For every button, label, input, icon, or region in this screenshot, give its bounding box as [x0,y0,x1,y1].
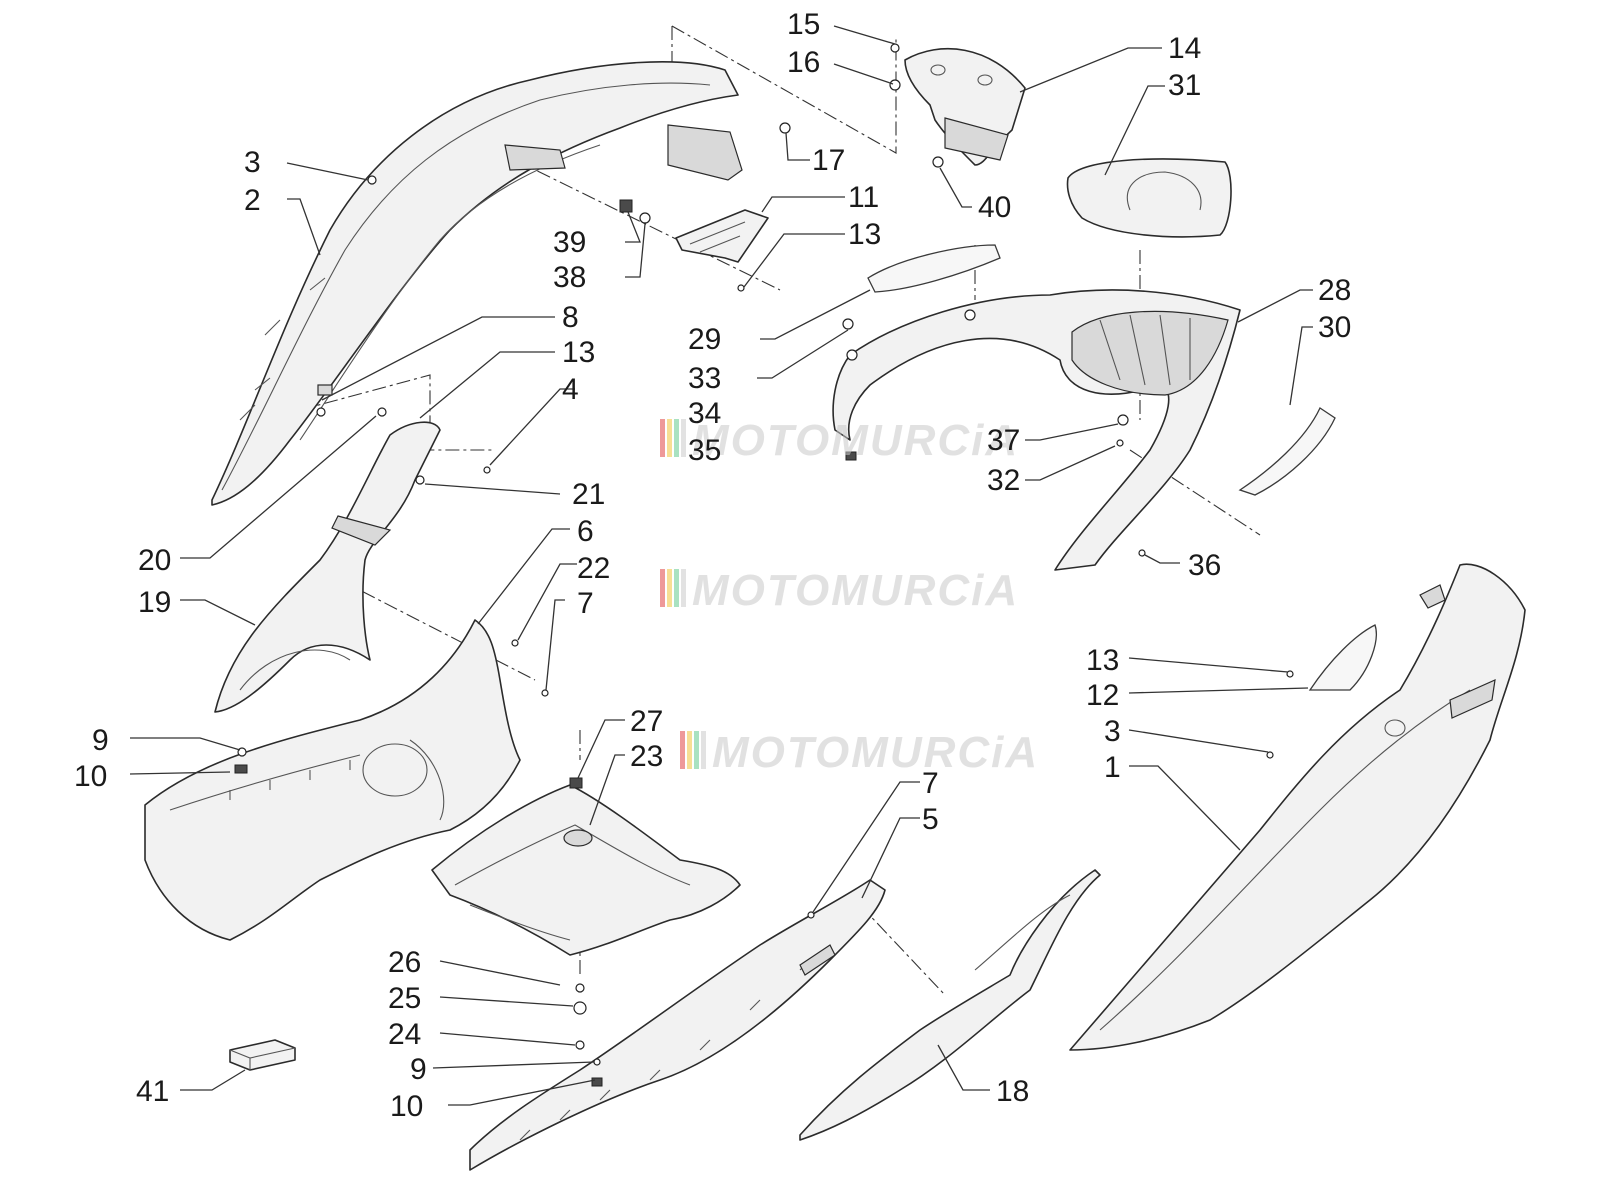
callout-10-a: 10 [74,760,107,793]
part-11-bracket [675,209,769,263]
watermark-text: MOTOMURCiA [692,416,1019,465]
watermark-group: MOTOMURCiA MOTOMURCiA MOTOMURCiA [660,416,1039,777]
part-23-floor-panel [431,784,741,956]
callout-1: 1 [1104,751,1121,784]
callout-25: 25 [388,982,421,1015]
watermark-stripe [660,419,665,457]
watermark-stripe [674,569,679,607]
callout-13-b: 13 [562,336,595,369]
callout-26: 26 [388,946,421,979]
watermark-stripe [680,731,685,769]
part-14-rear-cover [904,47,1026,166]
callout-12: 12 [1086,679,1119,712]
callout-13-c: 13 [1086,644,1119,677]
watermark-stripe [681,419,686,457]
watermark: MOTOMURCiA [660,566,1019,615]
watermark: MOTOMURCiA [680,728,1039,777]
callout-38: 38 [553,261,586,294]
callout-7-b: 7 [922,767,939,800]
callout-7-a: 7 [577,587,594,620]
watermark-stripe [660,569,665,607]
part-31-pad [1066,158,1232,238]
callout-3-b: 3 [1104,715,1121,748]
part-30-trim [1238,407,1336,496]
watermark-stripe [701,731,706,769]
callout-6: 6 [577,515,594,548]
callout-22: 22 [577,552,610,585]
callout-18: 18 [996,1075,1029,1108]
callout-13-a: 13 [848,218,881,251]
callout-31: 31 [1168,69,1201,102]
part-2-upper-side-cover [211,61,743,506]
part-41-foam-block [229,1039,296,1071]
callout-17: 17 [812,144,845,177]
callout-32: 32 [987,464,1020,497]
callout-4: 4 [562,373,579,406]
callout-29: 29 [688,323,721,356]
watermark-text: MOTOMURCiA [712,728,1039,777]
callout-20: 20 [138,544,171,577]
callout-5: 5 [922,803,939,836]
watermark-stripe [694,731,699,769]
callout-41: 41 [136,1075,169,1108]
callout-33: 33 [688,362,721,395]
watermark-stripe [667,569,672,607]
callout-15: 15 [787,8,820,41]
callout-16: 16 [787,46,820,79]
callout-19: 19 [138,586,171,619]
part-5-side-panel [469,879,886,1171]
callout-8: 8 [562,301,579,334]
callout-34: 34 [688,397,721,430]
fasteners [234,43,1294,1087]
callout-labels: 15 16 14 31 3 2 17 11 40 13 39 38 28 30 … [74,8,1351,1123]
part-12-trim [1308,624,1377,691]
callout-24: 24 [388,1018,421,1051]
watermark-text: MOTOMURCiA [692,566,1019,615]
watermark-stripe [681,569,686,607]
part-6-legshield [144,619,521,941]
callout-37: 37 [987,424,1020,457]
callout-36: 36 [1188,549,1221,582]
callout-9-b: 9 [410,1053,427,1086]
callout-30: 30 [1318,311,1351,344]
watermark-stripe [674,419,679,457]
part-19-inner-shield [214,421,441,713]
callout-2: 2 [244,184,261,217]
callout-35: 35 [688,434,721,467]
callout-23: 23 [630,740,663,773]
part-1-side-body [1069,563,1526,1051]
watermark: MOTOMURCiA [660,416,1019,465]
part-28-grab-rail [832,289,1241,571]
callout-9-a: 9 [92,724,109,757]
watermark-stripe [687,731,692,769]
callout-28: 28 [1318,274,1351,307]
part-29-trim [867,244,1001,293]
callout-10-b: 10 [390,1090,423,1123]
callout-14: 14 [1168,32,1201,65]
callout-11: 11 [848,181,879,214]
part-18-lower-cover [799,869,1101,1141]
callout-3-top: 3 [244,146,261,179]
watermark-stripe [667,419,672,457]
callout-39: 39 [553,226,586,259]
leader-lines [129,25,1313,1106]
callout-40: 40 [978,191,1011,224]
callout-21: 21 [572,478,605,511]
callout-27: 27 [630,705,663,738]
